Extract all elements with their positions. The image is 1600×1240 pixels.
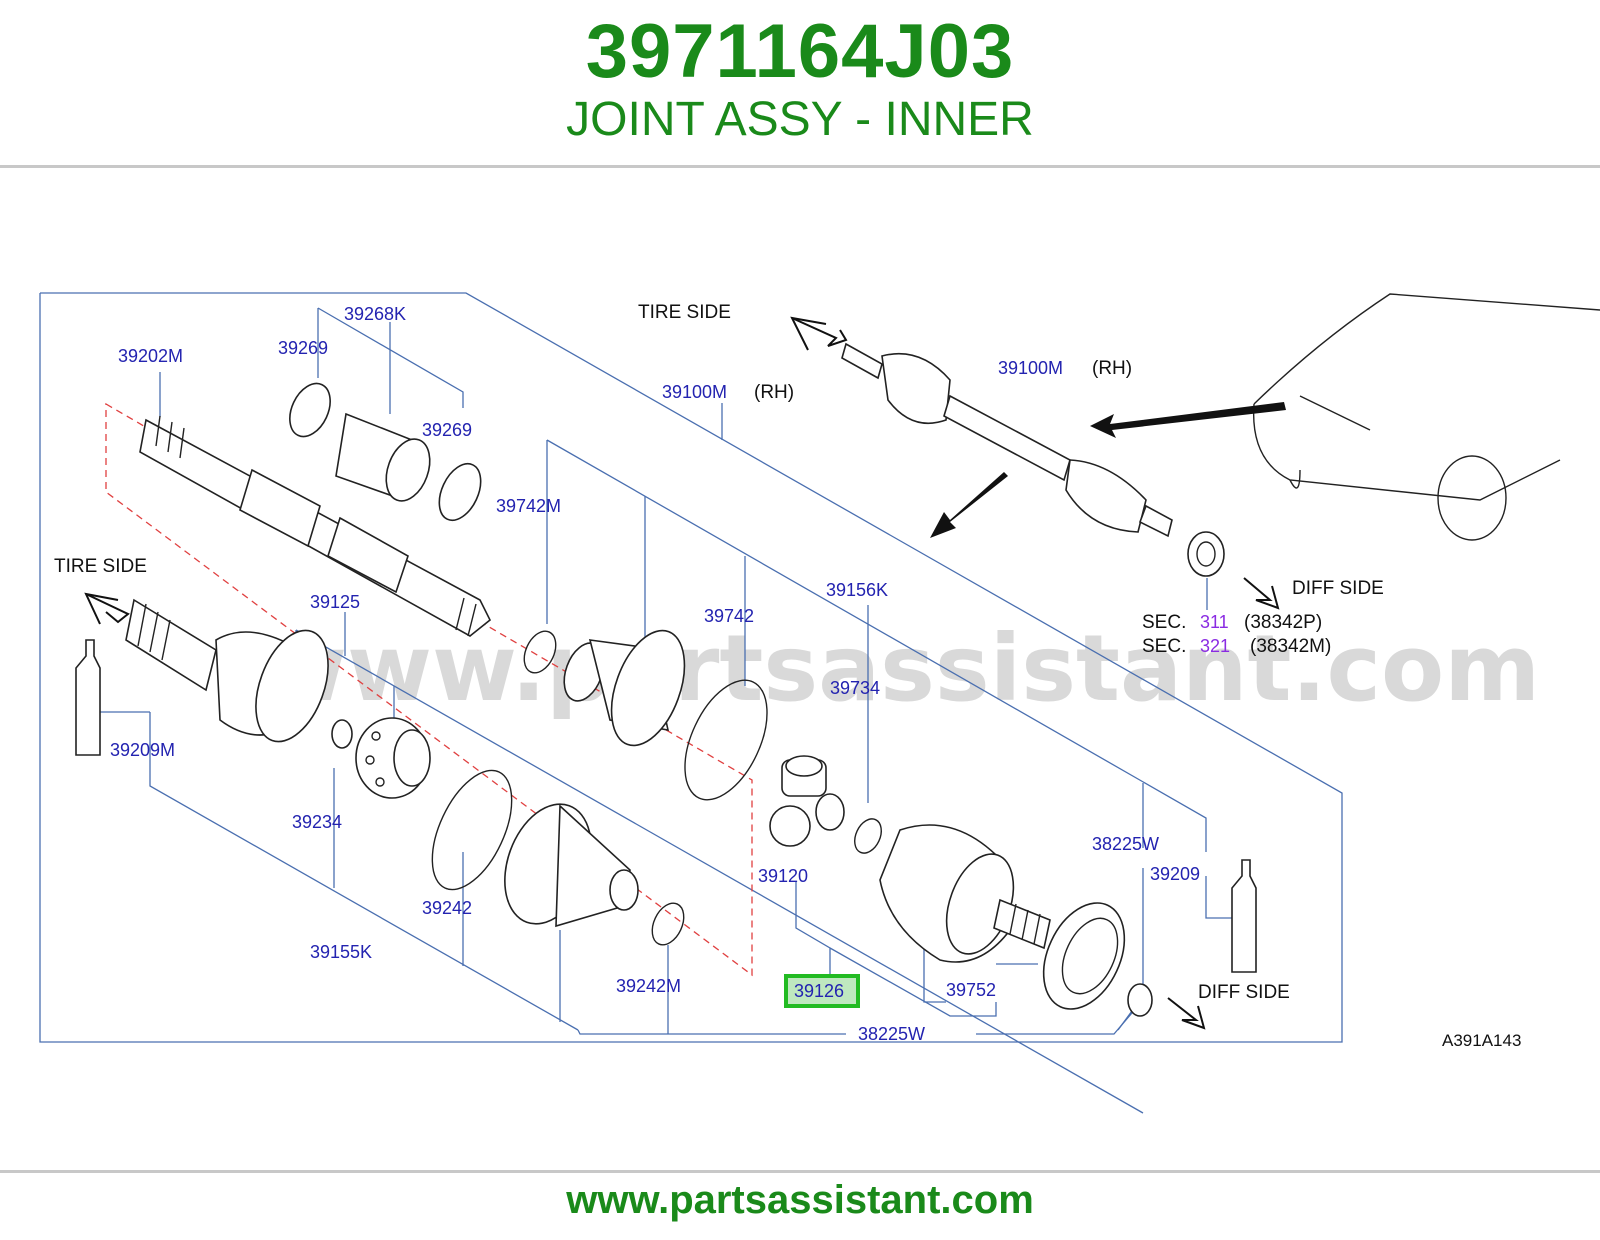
- label-39125[interactable]: 39125: [310, 592, 360, 612]
- footer-divider: [0, 1170, 1600, 1173]
- grease-tube-39209m-drawing: [75, 639, 101, 756]
- band-39242-drawing: [431, 769, 513, 891]
- ball-cage-drawing: [355, 717, 431, 799]
- sec-number-321[interactable]: 321: [1200, 636, 1230, 656]
- footer-website-link[interactable]: www.partsassistant.com: [566, 1178, 1034, 1222]
- sec-label-1: SEC.: [1142, 612, 1186, 633]
- label-39156k[interactable]: 39156K: [826, 580, 888, 600]
- car-outline-drawing: [1252, 293, 1600, 541]
- label-39269-b[interactable]: 39269: [422, 420, 472, 440]
- sec-code-38342m: (38342M): [1250, 636, 1331, 657]
- band-39742m-drawing: [523, 630, 557, 674]
- band-39242m-drawing: [651, 902, 685, 946]
- outer-boot-drawing: [504, 803, 639, 928]
- label-38225w-right[interactable]: 38225W: [1092, 834, 1159, 854]
- direction-labels: TIRE SIDE TIRE SIDE DIFF SIDE DIFF SIDE …: [54, 302, 1384, 1003]
- outer-joint-drawing: [125, 598, 329, 743]
- shaft-39202m-drawing: [139, 415, 492, 637]
- label-39202m[interactable]: 39202M: [118, 346, 183, 366]
- rh-label-main: (RH): [754, 382, 794, 403]
- cap-38225w-drawing: [1127, 983, 1153, 1017]
- assembly-outline-dashed: [105, 402, 753, 977]
- watermark-text: www.partsassistant.com: [262, 615, 1540, 722]
- label-39752[interactable]: 39752: [946, 980, 996, 1000]
- label-39268k[interactable]: 39268K: [344, 304, 406, 324]
- part-name-subtitle: JOINT ASSY - INNER: [566, 93, 1034, 146]
- label-39126-highlighted[interactable]: 39126: [794, 981, 844, 1001]
- label-39209m[interactable]: 39209M: [110, 740, 175, 760]
- rh-label-inset: (RH): [1092, 358, 1132, 379]
- label-39269-a[interactable]: 39269: [278, 338, 328, 358]
- diagram-ref-code: A391A143: [1442, 1031, 1521, 1050]
- ring-39234-drawing: [331, 719, 353, 749]
- label-39742m[interactable]: 39742M: [496, 496, 561, 516]
- boot-39268k-drawing: [289, 382, 482, 522]
- direction-arrows: [84, 316, 1286, 1030]
- grease-tube-39209-drawing: [1231, 859, 1257, 973]
- label-39742[interactable]: 39742: [704, 606, 754, 626]
- label-39734[interactable]: 39734: [830, 678, 880, 698]
- highlight-box-39126: [784, 974, 860, 1008]
- label-39242[interactable]: 39242: [422, 898, 472, 918]
- sec-number-311[interactable]: 311: [1200, 612, 1229, 632]
- label-38225w-bottom[interactable]: 38225W: [858, 1024, 925, 1044]
- label-39155k[interactable]: 39155K: [310, 942, 372, 962]
- spider-39120-drawing: [769, 755, 845, 847]
- tire-side-left-label: TIRE SIDE: [54, 556, 147, 577]
- part-number-labels: 39268K 39269 39269 39202M 39100M 39100M …: [110, 304, 1200, 1044]
- label-39209[interactable]: 39209: [1150, 864, 1200, 884]
- label-39242m[interactable]: 39242M: [616, 976, 681, 996]
- diagram-frame: [39, 292, 1343, 1043]
- inset-driveshaft-drawing: [841, 342, 1225, 577]
- label-39100m-inset[interactable]: 39100M: [998, 358, 1063, 378]
- snap-ring-39734-drawing: [854, 818, 882, 854]
- band-39742-drawing: [684, 679, 768, 801]
- sec-label-2: SEC.: [1142, 636, 1186, 657]
- label-39120[interactable]: 39120: [758, 866, 808, 886]
- inner-boot-drawing: [563, 629, 686, 747]
- part-number-title: 3971164J03: [585, 9, 1015, 94]
- housing-drawing: [879, 824, 1051, 963]
- page-header: 3971164J03 JOINT ASSY - INNER: [0, 0, 1600, 170]
- seal-39752-drawing: [1042, 902, 1126, 1010]
- label-39234[interactable]: 39234: [292, 812, 342, 832]
- tire-side-top-label: TIRE SIDE: [638, 302, 731, 323]
- diff-side-right-label: DIFF SIDE: [1292, 578, 1384, 599]
- label-39100m-main[interactable]: 39100M: [662, 382, 727, 402]
- section-references: SEC. 311 (38342P) SEC. 321 (38342M): [1142, 612, 1331, 657]
- header-divider: [0, 165, 1600, 168]
- sec-code-38342p: (38342P): [1244, 612, 1322, 633]
- diff-side-bottom-label: DIFF SIDE: [1198, 982, 1290, 1003]
